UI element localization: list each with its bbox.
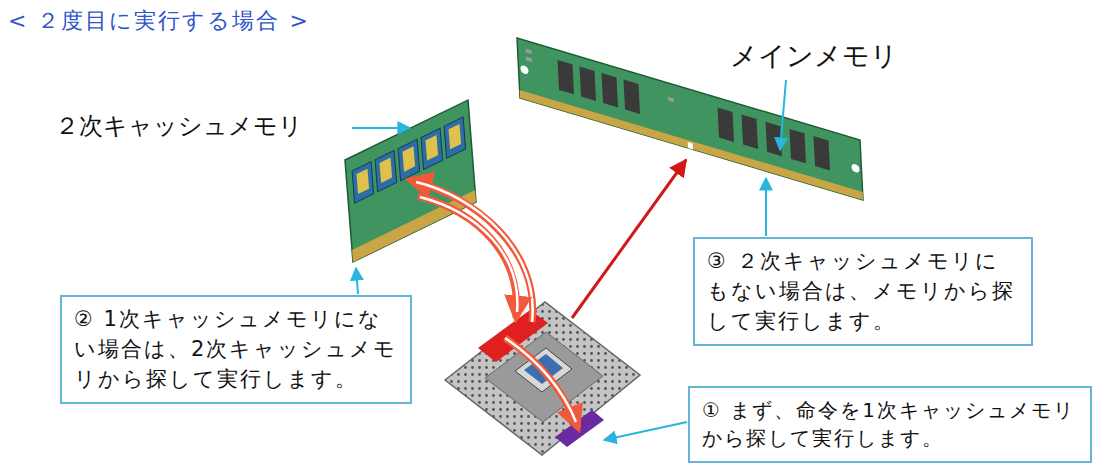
callout-box: ① まず、命令を1次キャッシュメモリから探して実行します。 xyxy=(688,386,1092,463)
callout-box: ③ ２次キャッシュメモリにもない場合は、メモリから探して実行します。 xyxy=(693,237,1033,346)
cpu-chip xyxy=(445,302,640,455)
part-label: メインメモリ xyxy=(730,40,898,72)
diagram-title: < ２度目に実行する場合 > xyxy=(8,8,310,34)
callout-text: ③ ２次キャッシュメモリにもない場合は、メモリから探して実行します。 xyxy=(707,247,1019,336)
part-label: ２次キャッシュメモリ xyxy=(55,112,303,141)
callout-text: ② 1次キャッシュメモリにない場合は、2次キャッシュメモリから探して実行します。 xyxy=(74,305,398,394)
callout-text: ① まず、命令を1次キャッシュメモリから探して実行します。 xyxy=(702,396,1078,453)
callout-box: ② 1次キャッシュメモリにない場合は、2次キャッシュメモリから探して実行します。 xyxy=(60,295,412,404)
access-arrows xyxy=(410,160,686,428)
